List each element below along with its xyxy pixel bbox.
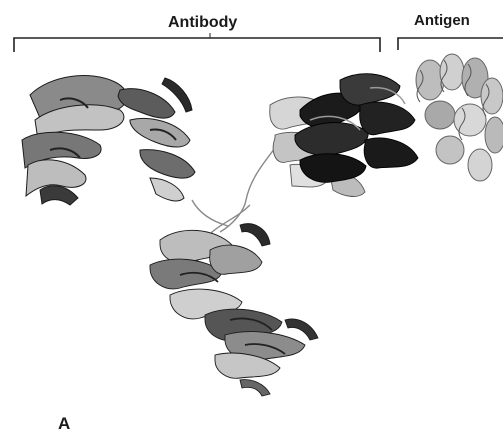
antigen-label: Antigen	[414, 12, 470, 29]
panel-label: A	[58, 414, 70, 434]
fab-left-domain	[22, 76, 195, 205]
fab-right-variable-domain	[295, 74, 418, 183]
antigen-domain	[416, 54, 503, 181]
antibody-label: Antibody	[168, 14, 237, 32]
fc-domain	[150, 224, 318, 396]
